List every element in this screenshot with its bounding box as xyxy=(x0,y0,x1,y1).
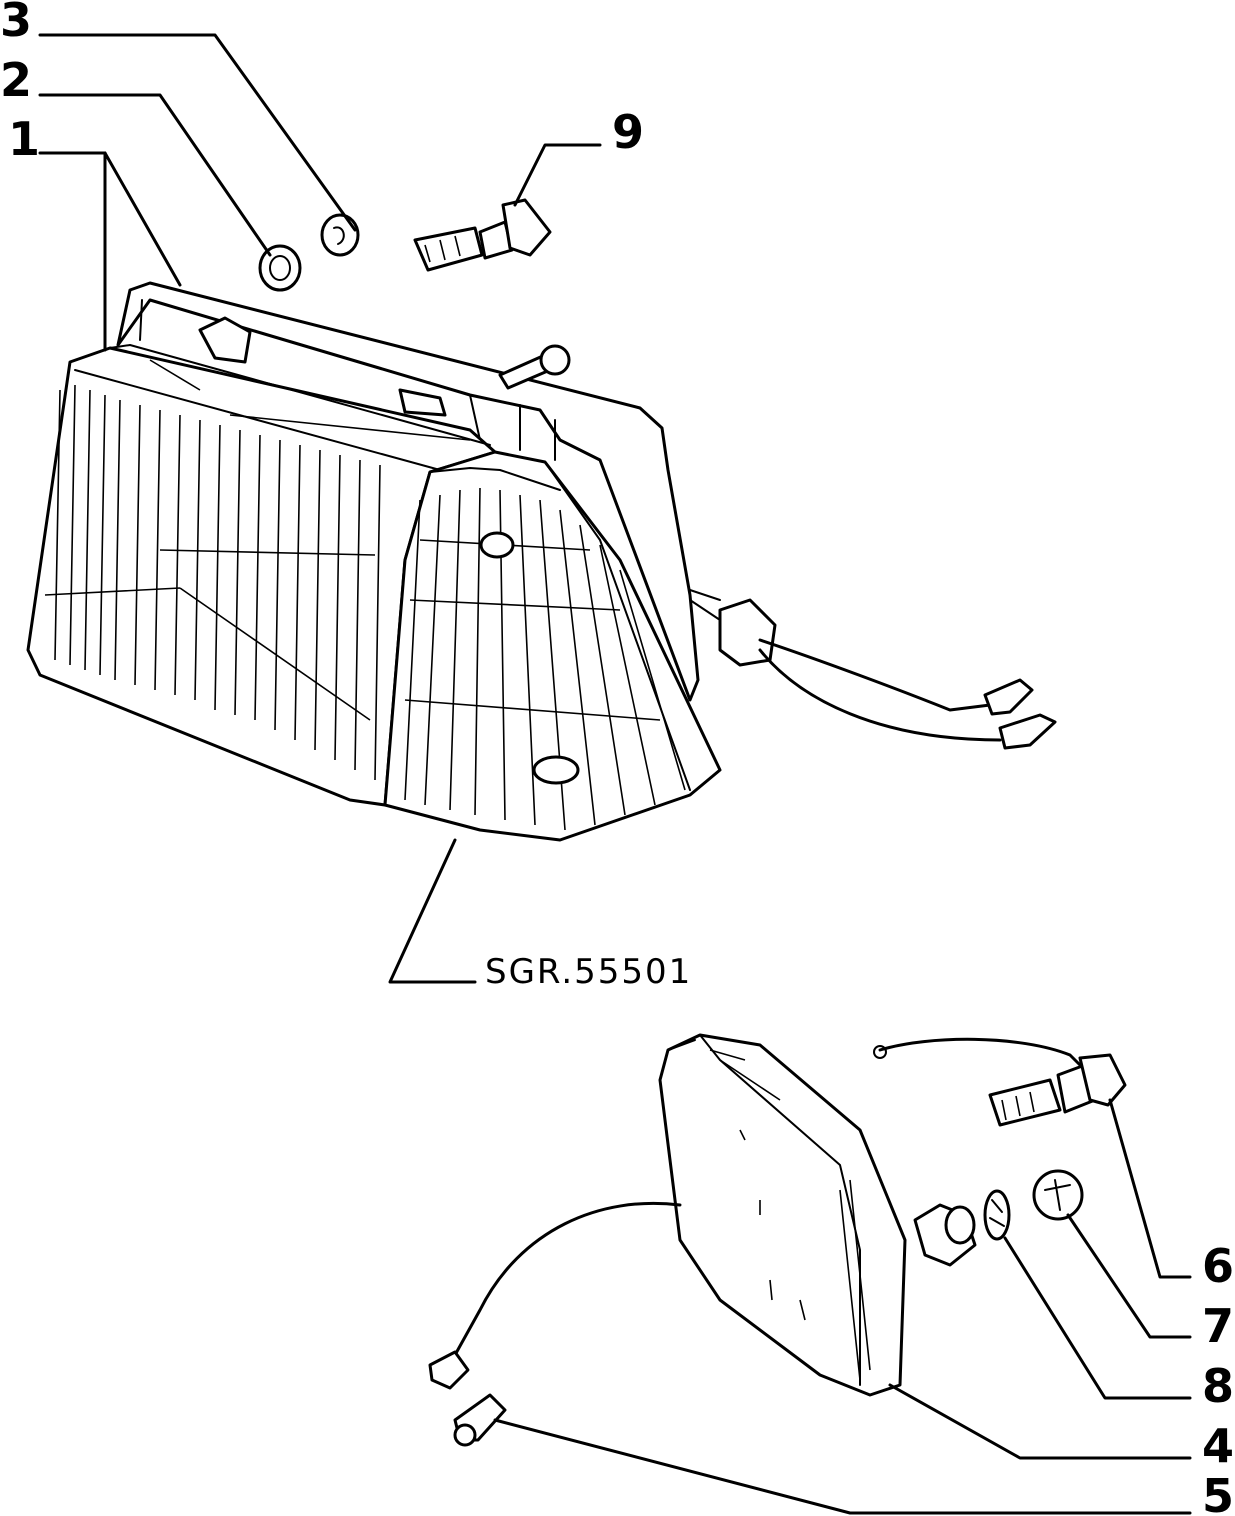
grommet-part-2 xyxy=(258,244,302,292)
indicator-lens xyxy=(383,450,722,842)
clip-part-8 xyxy=(983,1189,1011,1241)
fog-lamp-assembly xyxy=(428,1033,977,1397)
leader-lines xyxy=(38,33,1192,1515)
callout-3: 3 xyxy=(0,0,32,47)
bracket-screw xyxy=(498,344,571,390)
grommet-part-3 xyxy=(320,213,360,257)
callout-9: 9 xyxy=(612,105,644,159)
callout-8: 8 xyxy=(1202,1359,1234,1413)
callout-1: 1 xyxy=(8,112,40,166)
callout-5: 5 xyxy=(1202,1469,1234,1516)
headlamp-assembly xyxy=(26,281,700,807)
bulb-part-6 xyxy=(873,1037,1127,1127)
bulb-part-5 xyxy=(453,1393,507,1447)
callout-4: 4 xyxy=(1202,1419,1234,1473)
reference-code: SGR.55501 xyxy=(485,952,692,992)
callout-7: 7 xyxy=(1202,1299,1234,1353)
cap-part-7 xyxy=(1032,1169,1084,1221)
headlamp-wiring xyxy=(689,589,1057,750)
bulb-part-9 xyxy=(413,198,552,272)
callout-6: 6 xyxy=(1202,1239,1234,1293)
callout-2: 2 xyxy=(0,53,32,107)
